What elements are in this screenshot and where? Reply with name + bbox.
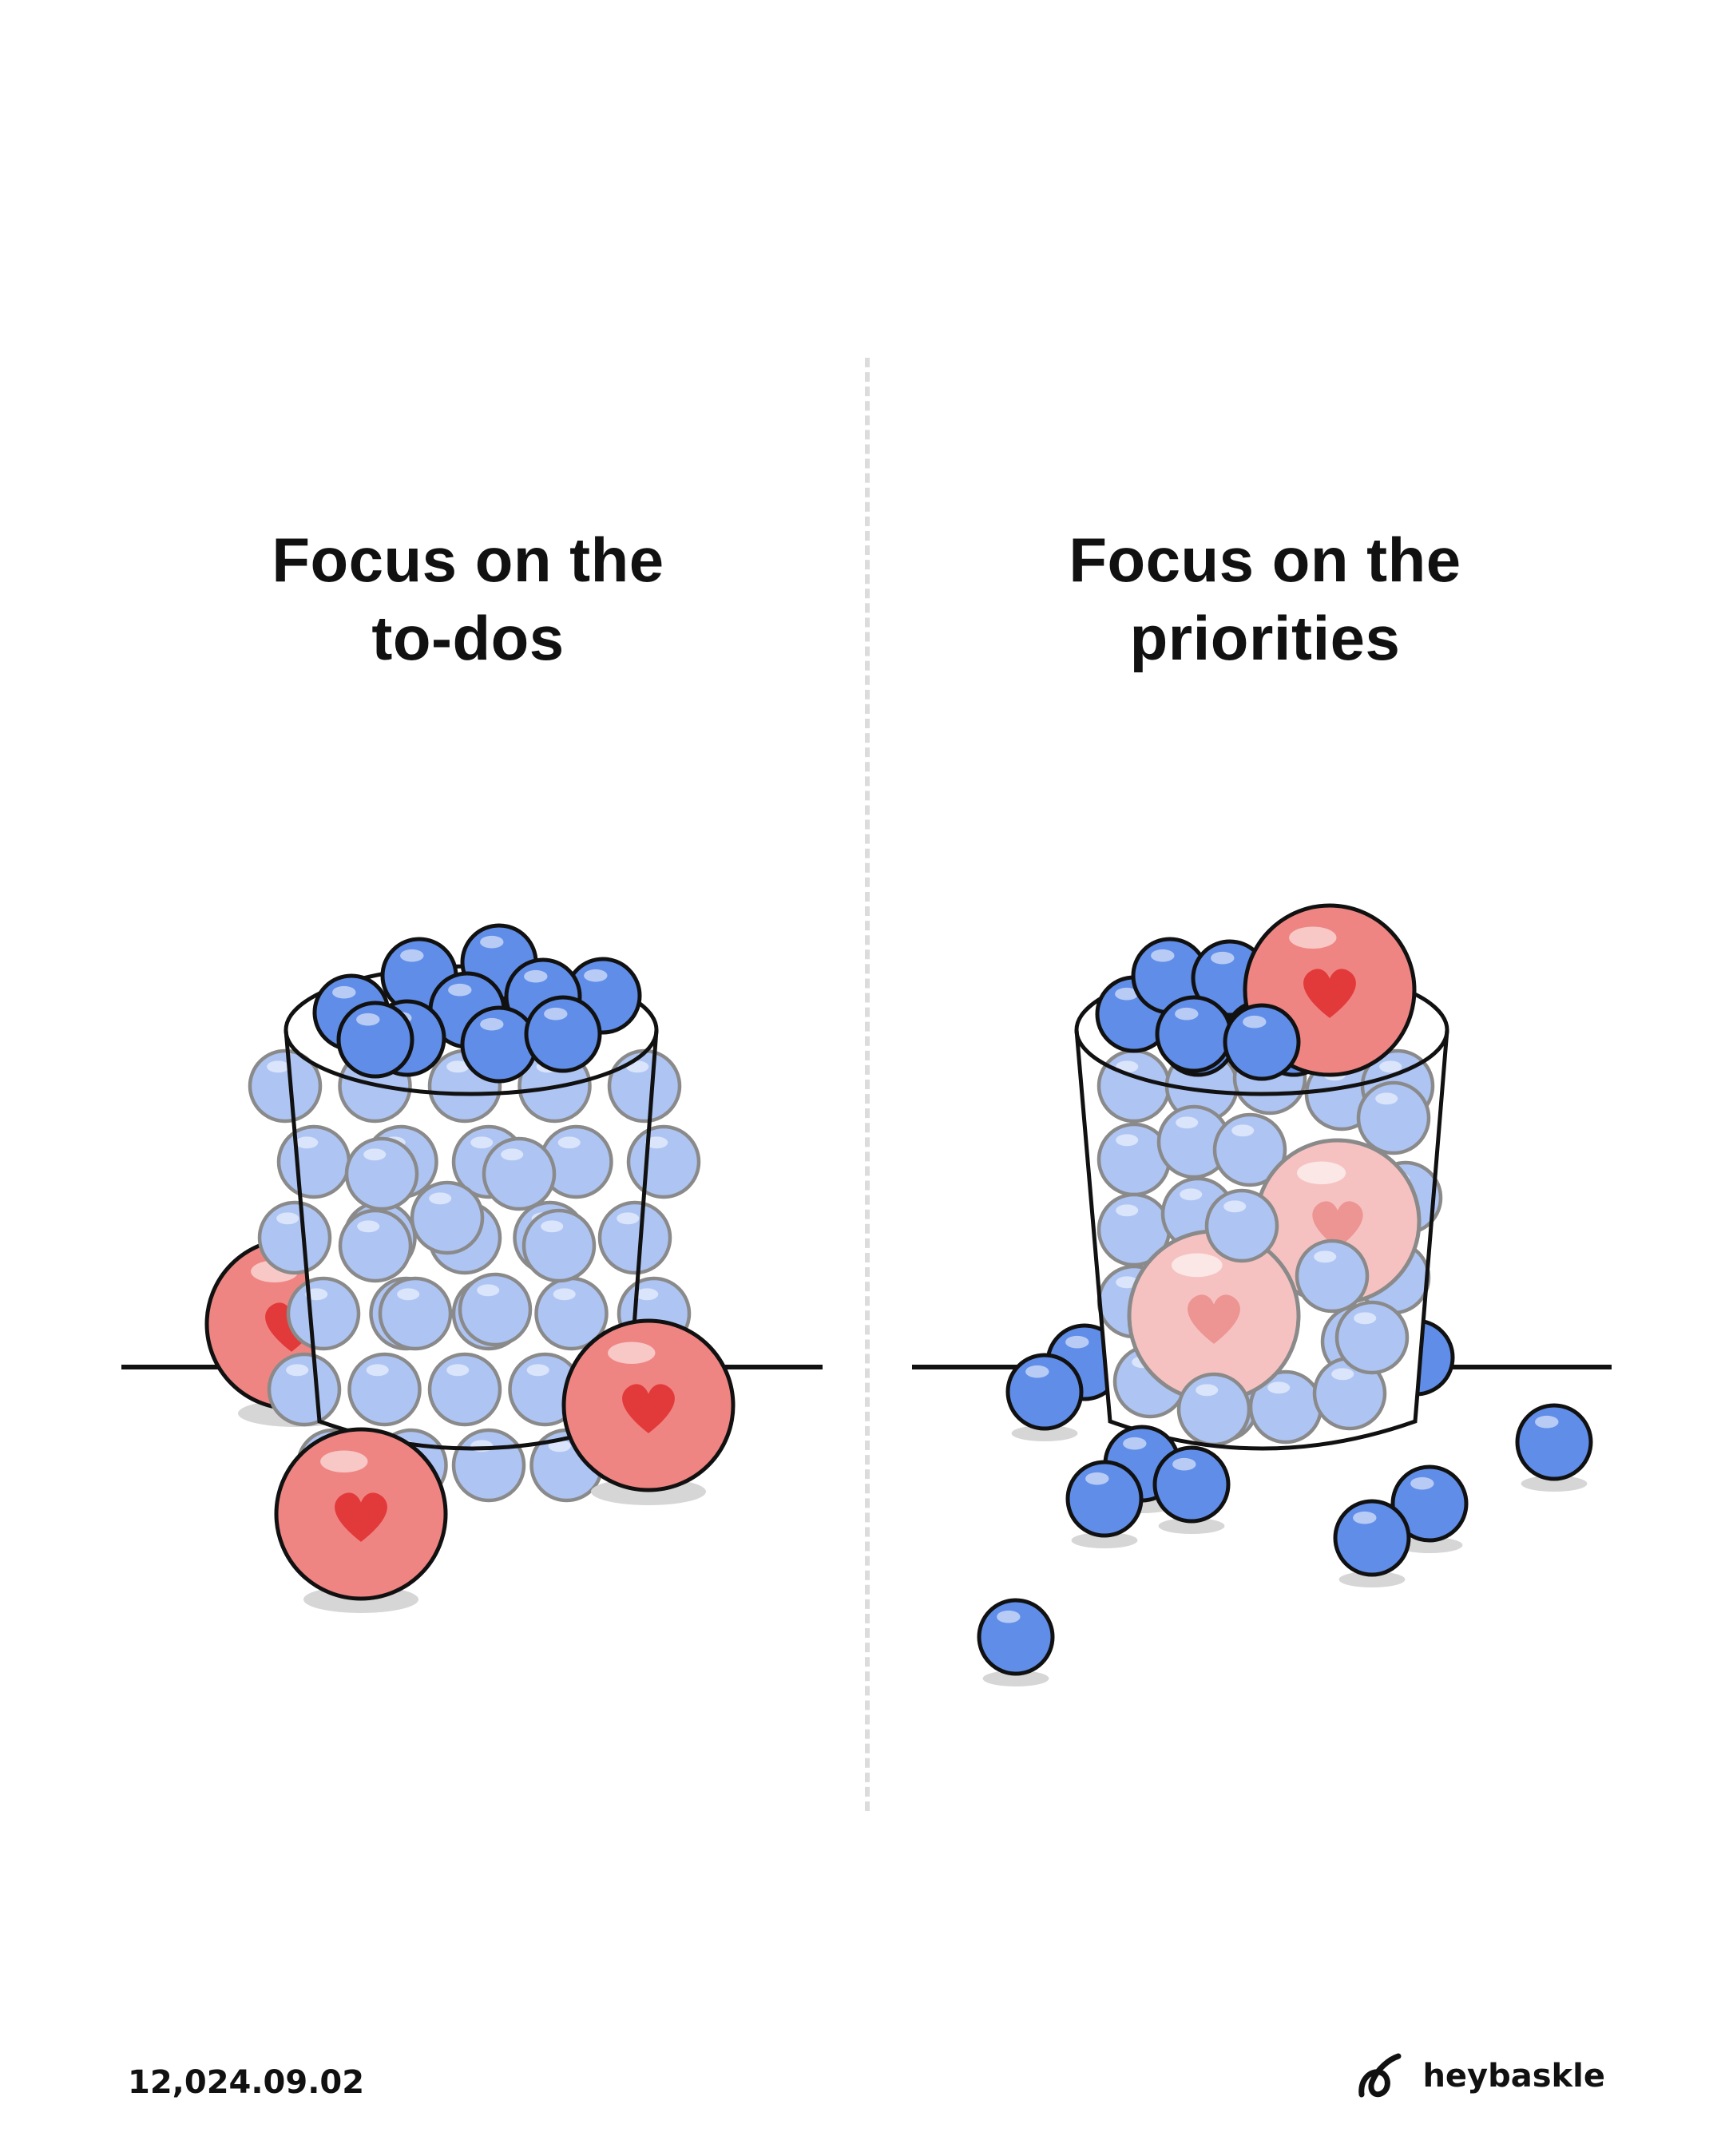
task-ball bbox=[1515, 1403, 1593, 1481]
task-ball-in-cup bbox=[1295, 1239, 1370, 1314]
task-ball-in-cup bbox=[347, 1352, 422, 1427]
task-ball-in-cup bbox=[458, 1272, 533, 1347]
task-ball-in-cup bbox=[597, 1200, 672, 1275]
task-ball-in-cup bbox=[344, 1136, 419, 1211]
task-ball-in-cup bbox=[1212, 1112, 1287, 1187]
task-ball-in-cup bbox=[482, 1136, 557, 1211]
right-title-line-1: Focus on the bbox=[1069, 525, 1461, 595]
task-ball-in-cup bbox=[1312, 1356, 1387, 1431]
task-ball bbox=[524, 995, 602, 1073]
task-ball-in-cup bbox=[534, 1276, 609, 1351]
task-ball-in-cup bbox=[539, 1124, 613, 1199]
ball-shadow bbox=[1011, 1425, 1078, 1441]
task-ball-in-cup bbox=[267, 1352, 342, 1427]
task-ball bbox=[1390, 1464, 1469, 1543]
task-ball-in-cup bbox=[276, 1124, 351, 1199]
ball-shadow bbox=[982, 1671, 1049, 1686]
task-ball bbox=[1333, 1499, 1411, 1577]
task-ball bbox=[1155, 995, 1233, 1073]
left-title-line-2: to-dos bbox=[371, 603, 565, 673]
task-ball-in-cup bbox=[1156, 1104, 1231, 1179]
task-ball-in-cup bbox=[427, 1352, 502, 1427]
left-title-line-1: Focus on the bbox=[272, 525, 664, 595]
task-ball-in-cup bbox=[257, 1200, 332, 1275]
task-ball-in-cup bbox=[1356, 1080, 1431, 1155]
task-ball-in-cup bbox=[451, 1428, 526, 1503]
task-ball bbox=[1152, 1445, 1231, 1524]
task-ball-in-cup bbox=[626, 1124, 701, 1199]
task-ball-in-cup bbox=[1096, 1048, 1172, 1124]
task-ball bbox=[1131, 937, 1209, 1015]
panel-divider bbox=[865, 358, 870, 1811]
foreground-layer bbox=[274, 1318, 1593, 1686]
left-panel-title: Focus on the to-dos bbox=[165, 521, 771, 677]
task-ball-in-cup bbox=[521, 1208, 597, 1283]
task-ball bbox=[977, 1598, 1055, 1676]
ball-shadow bbox=[1158, 1518, 1225, 1534]
right-panel-title: Focus on the priorities bbox=[962, 521, 1568, 677]
brand-name: heybaskle bbox=[1422, 2058, 1605, 2095]
priority-ball bbox=[274, 1427, 448, 1601]
heybaskle-logo-icon bbox=[1358, 2053, 1402, 2098]
task-ball bbox=[1223, 1003, 1301, 1081]
ball-shadow bbox=[1071, 1532, 1138, 1548]
task-ball bbox=[1065, 1460, 1144, 1538]
right-title-line-2: priorities bbox=[1129, 603, 1401, 673]
ball-shadow bbox=[1396, 1537, 1463, 1553]
task-ball-in-cup bbox=[1204, 1188, 1279, 1263]
footer-date: 12,024.09.02 bbox=[128, 2064, 365, 2101]
task-ball-in-cup bbox=[378, 1276, 453, 1351]
ball-shadow bbox=[1521, 1476, 1588, 1492]
task-ball bbox=[336, 1001, 414, 1079]
brand: heybaskle bbox=[1354, 2048, 1605, 2104]
task-ball bbox=[460, 1005, 538, 1084]
task-ball-in-cup bbox=[286, 1276, 361, 1351]
task-ball-in-cup bbox=[248, 1048, 323, 1124]
priority-ball bbox=[561, 1318, 736, 1492]
ball-shadow bbox=[1338, 1571, 1406, 1587]
right-cup bbox=[1074, 903, 1449, 1451]
task-ball-in-cup bbox=[410, 1180, 485, 1255]
task-ball-in-cup bbox=[607, 1048, 682, 1124]
task-ball-in-cup bbox=[1334, 1300, 1410, 1375]
task-ball-in-cup bbox=[338, 1208, 413, 1283]
task-ball-in-cup bbox=[1176, 1372, 1251, 1447]
task-ball bbox=[1005, 1353, 1084, 1431]
